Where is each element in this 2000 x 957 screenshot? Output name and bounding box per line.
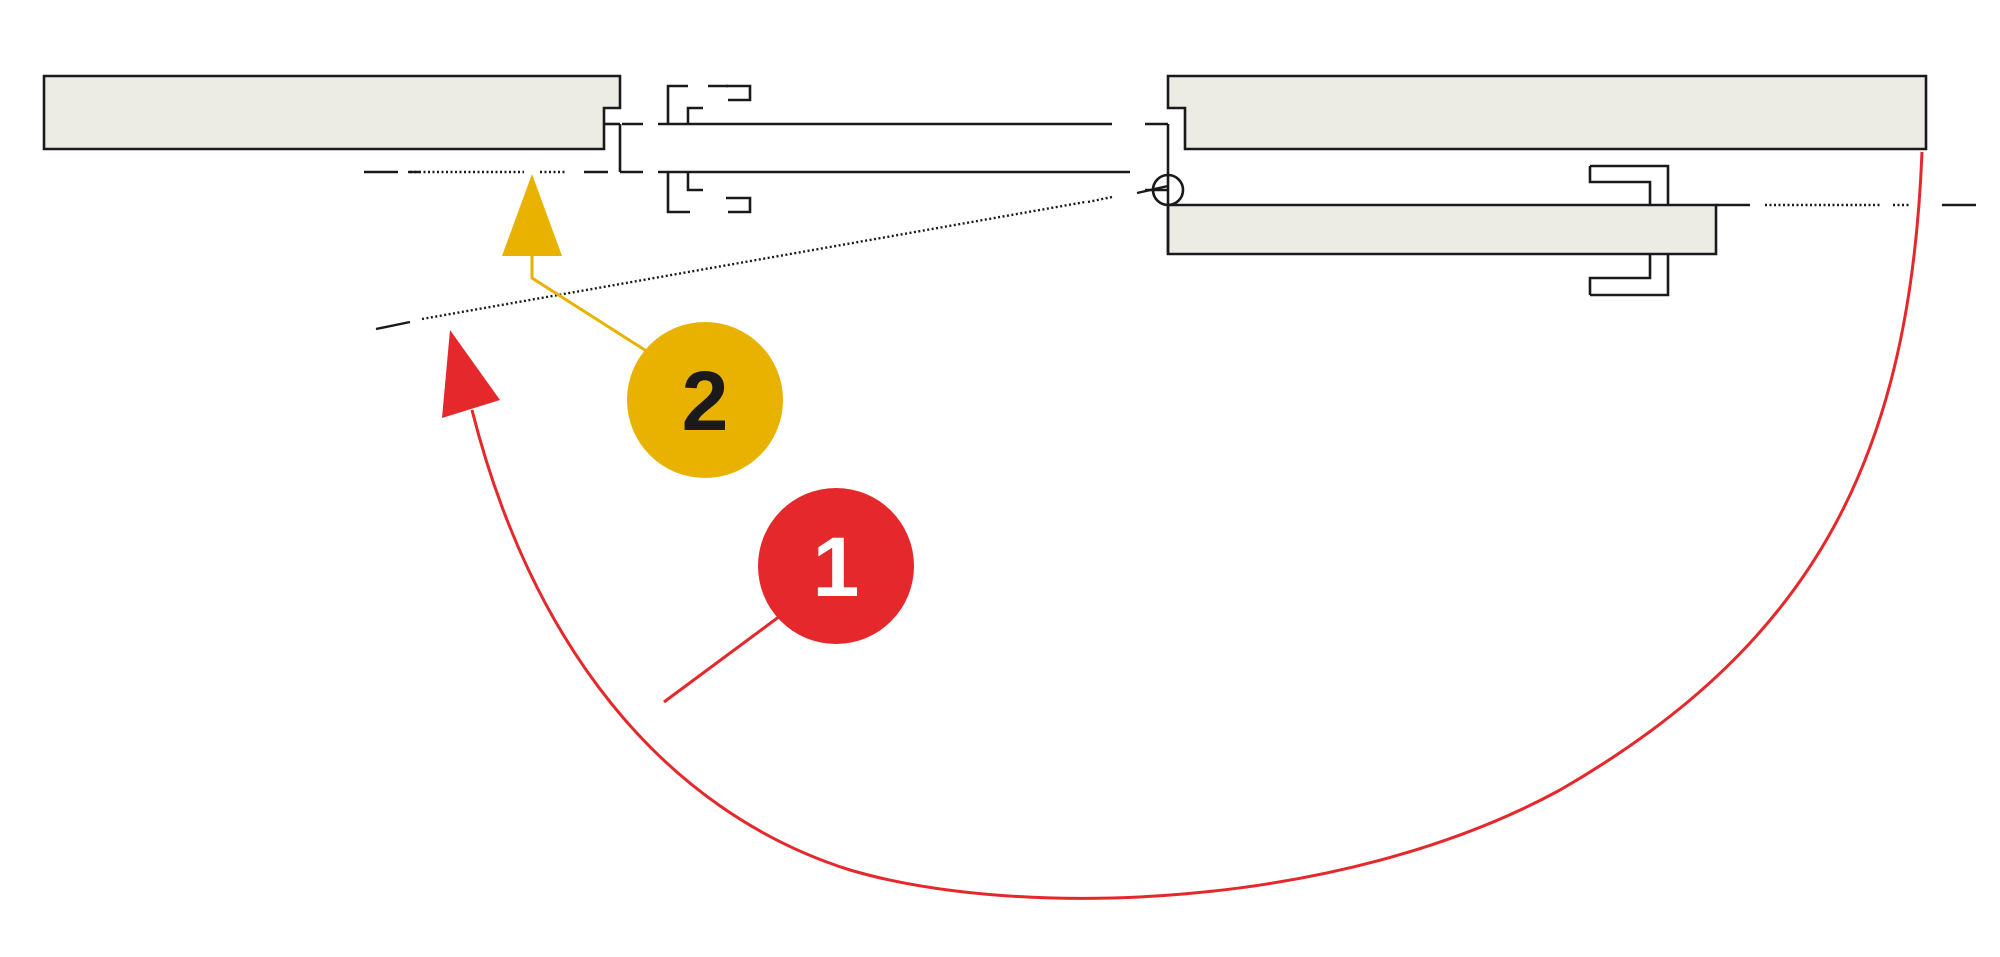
head-track-profile <box>658 84 1170 254</box>
left-jamb <box>604 122 643 174</box>
marker-1-badge <box>758 488 914 644</box>
sliding-door-leaf <box>1166 203 1718 256</box>
upper-guide-channel <box>1588 164 1670 205</box>
marker-2-leader-line <box>530 256 649 354</box>
marker-1-arrowhead <box>442 330 500 418</box>
marker-1: 1 <box>442 151 1924 900</box>
marker-2-label: 2 <box>682 354 729 448</box>
marker-1-leader-line <box>663 614 781 704</box>
marker-2: 2 <box>502 174 783 478</box>
right-wall-panel <box>1166 74 1928 151</box>
door-swing-arc <box>470 151 1924 900</box>
marker-2-badge <box>627 322 783 478</box>
lower-guide-channel <box>1588 254 1670 297</box>
left-wall-panel <box>42 74 622 151</box>
marker-2-arrowhead <box>502 174 562 256</box>
open-leaf-axis <box>375 184 1169 331</box>
marker-1-label: 1 <box>813 520 860 614</box>
